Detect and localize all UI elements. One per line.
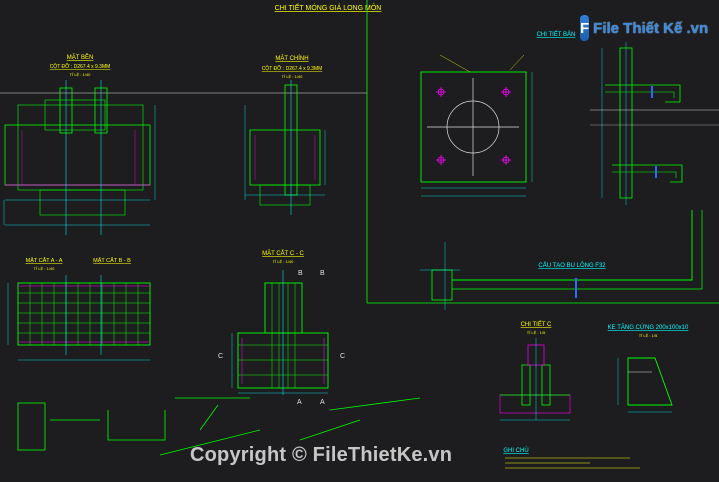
mat-ben-sub: CỘT ĐỠ : D267.4 x 9.3MM (50, 63, 111, 70)
logo-text: File Thiết Kế .vn (593, 19, 709, 37)
mat-ben-title: MẶT BÊN (67, 53, 94, 61)
chi-tiet-ban-title: CHI TIẾT BẢN (537, 31, 576, 38)
cat-aa-scale: TỈ LỆ : 1/40 (34, 266, 55, 271)
chi-tiet-c-drawing (499, 338, 571, 421)
site-logo: F File Thiết Kế .vn (580, 12, 708, 44)
marker-b-top-left: B (298, 270, 303, 277)
ke-tang-cung-title: KE TĂNG CỨNG 200x100x10 (608, 324, 689, 331)
section-markers: A A C C B B (218, 270, 345, 406)
mat-ben-scale: TỈ LỆ : 1/40 (70, 72, 91, 77)
cat-cc-scale: TỈ LỆ : 1/40 (273, 259, 294, 264)
cat-cc-title: MẶT CẮT C - C (262, 249, 304, 257)
ke-tang-cung-drawing (617, 357, 673, 413)
ghi-chu-title: GHI CHÚ (503, 447, 528, 454)
chi-tiet-c-title: CHI TIẾT C (521, 321, 552, 328)
cat-bb-title: MẶT CẮT B - B (93, 256, 131, 264)
right-frame (366, 0, 719, 304)
cau-tao-title: CẤU TẠO BU LÔNG F32 (538, 262, 606, 269)
marker-c-right: C (340, 353, 345, 360)
mat-ben-drawing (3, 80, 156, 235)
marker-b-top-right: B (320, 270, 325, 277)
anchor-bolt-side (590, 42, 719, 205)
marker-a-left: A (297, 399, 302, 406)
cat-cc-drawing (231, 270, 329, 395)
cat-aa-title: MẶT CẮT A - A (26, 256, 63, 264)
drawing-title: CHI TIẾT MÓNG GIÁ LONG MÔN (275, 2, 382, 12)
ghi-chu-lines (505, 457, 640, 469)
copyright-watermark: Copyright © FileThietKe.vn (190, 444, 453, 466)
bolt-f32-drawing (420, 210, 703, 310)
mat-chinh-title: MẶT CHÍNH (275, 55, 308, 62)
mat-chinh-sub: CỘT ĐỠ : D267.4 x 9.3MM (262, 65, 323, 72)
ke-tang-cung-scale: TỈ LỆ : 1/5 (639, 333, 658, 338)
mat-chinh-drawing (244, 80, 326, 215)
rebar-details (17, 397, 421, 456)
marker-c-left: C (218, 353, 223, 360)
chi-tiet-c-scale: TỈ LỆ : 1/5 (527, 330, 546, 335)
logo-badge-icon: F (580, 15, 590, 41)
cat-aa-bb-drawing (7, 275, 151, 361)
base-plate-plan (420, 54, 533, 197)
mat-chinh-scale: TỈ LỆ : 1/40 (282, 74, 303, 79)
marker-a-right: A (320, 399, 325, 406)
